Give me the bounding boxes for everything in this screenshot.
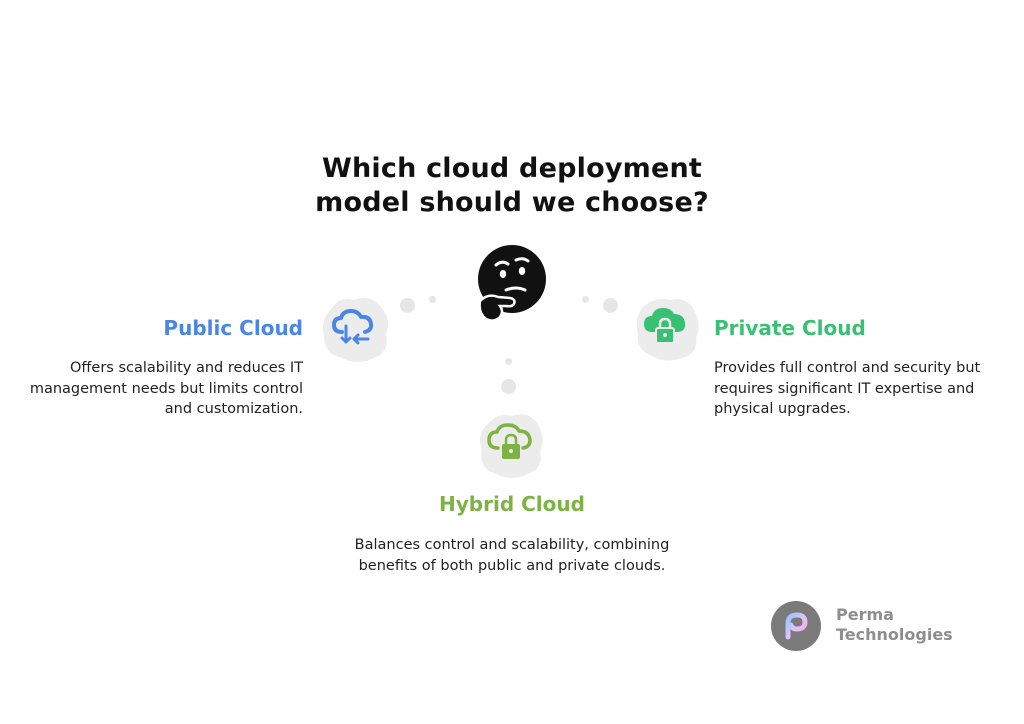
diagram-title: Which cloud deployment model should we c…	[262, 152, 762, 220]
thought-dot	[582, 296, 589, 303]
thought-dot	[505, 358, 512, 365]
hybrid-cloud-description: Balances control and scalability, combin…	[354, 537, 670, 574]
perma-logo-icon	[771, 601, 821, 651]
public-cloud-description: Offers scalability and reduces IT manage…	[29, 360, 303, 417]
thinking-face-icon	[478, 245, 546, 322]
brand-name: Perma Technologies	[836, 605, 953, 645]
title-line-2: model should we choose?	[315, 187, 709, 218]
hybrid-cloud-title: Hybrid Cloud	[439, 492, 585, 516]
public-cloud-title: Public Cloud	[163, 316, 303, 340]
thought-dot	[501, 379, 516, 394]
cloud-sync-icon	[323, 298, 388, 362]
private-cloud-title: Private Cloud	[714, 316, 866, 340]
brand-line-1: Perma	[836, 605, 894, 624]
cloud-lock-icon	[636, 298, 699, 361]
thought-dot	[603, 298, 618, 313]
private-cloud-description: Provides full control and security but r…	[714, 360, 981, 417]
cloud-lock-outline-icon	[480, 414, 543, 478]
thought-dot	[429, 296, 436, 303]
brand-line-2: Technologies	[836, 625, 953, 644]
thought-dot	[400, 298, 415, 313]
title-line-1: Which cloud deployment	[322, 153, 702, 184]
